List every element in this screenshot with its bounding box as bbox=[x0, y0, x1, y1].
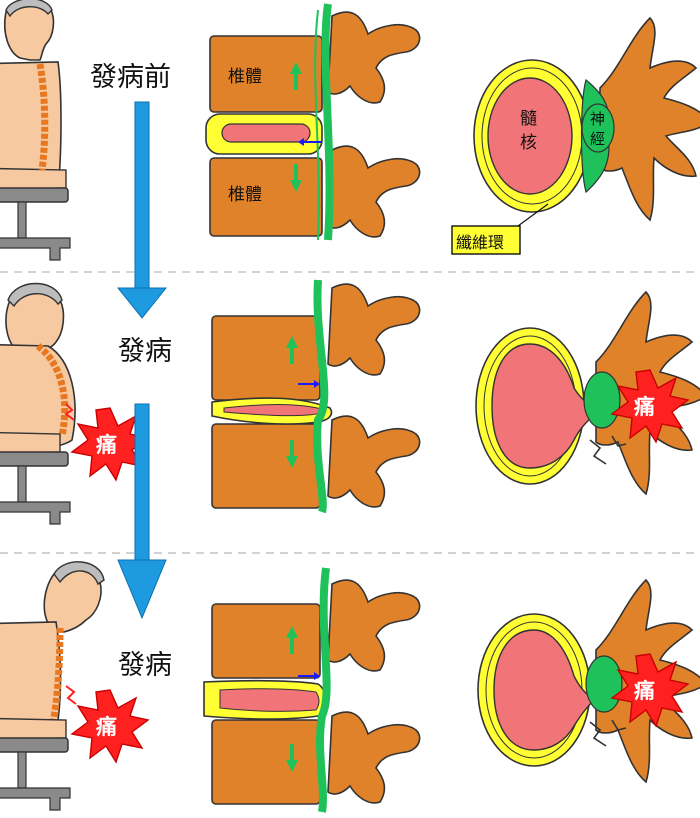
label-annulus: 纖維環 bbox=[456, 233, 504, 252]
progression-arrow-2 bbox=[117, 403, 167, 620]
label-vertebra-upper: 椎體 bbox=[228, 67, 262, 87]
person-slouched bbox=[0, 282, 76, 525]
person-leaning-back bbox=[0, 561, 105, 811]
stage-label-2: 發病 bbox=[118, 336, 172, 367]
spine-side-3 bbox=[203, 567, 421, 813]
pain-burst-person-2: 痛 bbox=[71, 407, 149, 481]
progression-arrow-1 bbox=[116, 101, 168, 319]
spine-side-1: 椎體 椎體 bbox=[205, 3, 421, 241]
cross-section-2: 痛 bbox=[475, 291, 700, 495]
pain-label-cross-2: 痛 bbox=[634, 395, 655, 419]
label-nucleus-b: 核 bbox=[520, 133, 537, 153]
person-upright bbox=[0, 0, 71, 261]
label-nerve-b: 經 bbox=[590, 130, 605, 148]
label-vertebra-lower: 椎體 bbox=[228, 185, 262, 205]
label-nerve-a: 神 bbox=[590, 110, 605, 128]
pain-label-person-2: 痛 bbox=[96, 433, 117, 457]
pain-label-person-3: 痛 bbox=[96, 715, 117, 739]
spine-side-2 bbox=[211, 279, 421, 514]
label-nucleus-a: 髓 bbox=[520, 109, 537, 129]
cross-section-1: 髓 核 神 經 纖維環 bbox=[451, 17, 700, 255]
stage-label-1: 發病前 bbox=[90, 62, 171, 93]
pain-burst-person-3: 痛 bbox=[71, 689, 149, 763]
pain-label-cross-3: 痛 bbox=[634, 679, 655, 703]
cross-section-3: 痛 bbox=[477, 579, 700, 783]
stage-label-3: 發病 bbox=[118, 650, 172, 681]
